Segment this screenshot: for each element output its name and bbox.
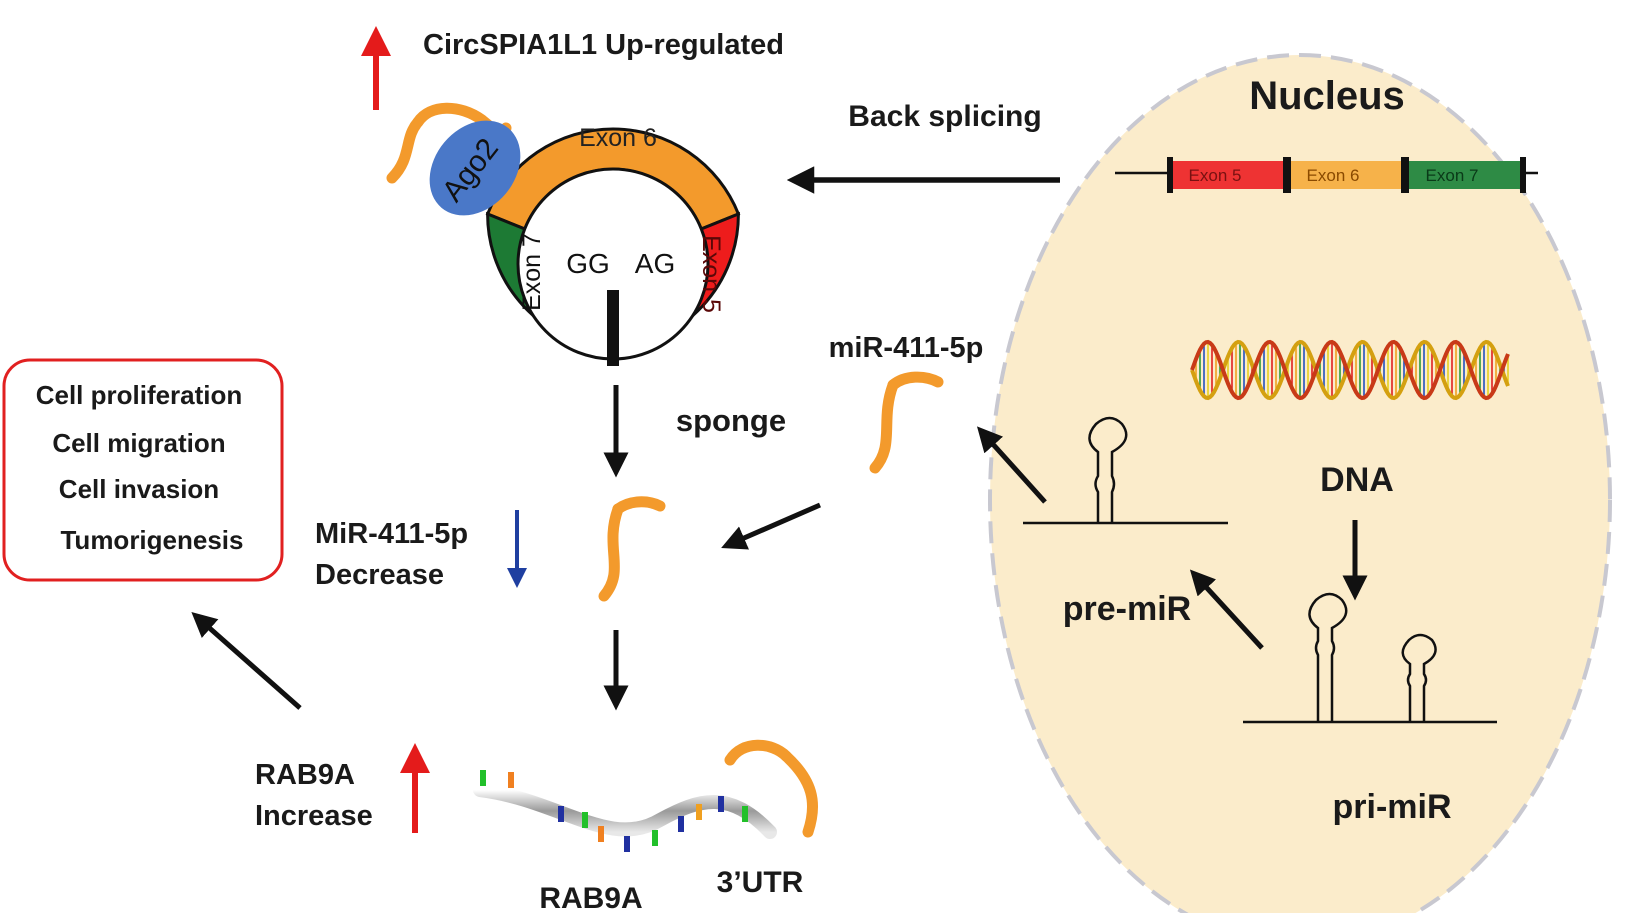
pri-mir-hairpins: [1243, 592, 1497, 724]
mir-decrease-line2: Decrease: [315, 559, 444, 591]
ago2-protein: [429, 120, 521, 216]
mirna-bound-utr: [724, 739, 819, 838]
pre-mir-label: pre-miR: [1063, 590, 1191, 628]
mrna-base: [718, 796, 724, 812]
rab9a-increase-line1: RAB9A: [255, 759, 355, 791]
mrna-base: [480, 770, 486, 786]
mirna-sponged: [598, 496, 666, 602]
primir-to-premir-arrow: [1189, 569, 1264, 650]
mrna-base: [508, 772, 514, 788]
pri-mir-label: pri-miR: [1333, 788, 1452, 826]
dna-strand: [1190, 339, 1510, 401]
phenotype-item: Cell migration: [52, 428, 225, 458]
gene-exon-6: [1288, 161, 1404, 189]
mrna-base: [598, 826, 604, 842]
mirna-free: [869, 371, 944, 474]
phenotype-item: Cell invasion: [59, 474, 219, 504]
mirna-to-sponged-arrow: [721, 502, 821, 550]
gene-track: Exon 5 Exon 6 Exon 7: [1115, 157, 1538, 193]
circ-exon-5-label: Exon 5: [697, 235, 725, 313]
gene-exon-7-label: Exon 7: [1426, 166, 1479, 185]
mrna-base: [558, 806, 564, 822]
mir-decrease-line1: MiR-411-5p: [315, 518, 468, 550]
premir-to-mirna-arrow: [976, 426, 1047, 504]
circ-exon-7-label: Exon 7: [518, 233, 546, 311]
mrna-base: [678, 816, 684, 832]
mirna-label: miR-411-5p: [829, 332, 984, 364]
junction-left-label: GG: [566, 248, 610, 279]
gene-exon-7: [1407, 161, 1523, 189]
title: CircSPIA1L1 Up-regulated: [423, 29, 784, 61]
phenotype-box-border: [2, 358, 284, 582]
gene-exon-5: [1170, 161, 1286, 189]
sponge-label: sponge: [676, 403, 786, 438]
back-splicing-label: Back splicing: [848, 100, 1041, 133]
gene-exon-6-label: Exon 6: [1307, 166, 1360, 185]
mrna-base: [652, 830, 658, 846]
mrna-base: [742, 806, 748, 822]
rab9a-label: RAB9A: [539, 882, 642, 913]
pre-mir-hairpin: [1023, 416, 1228, 525]
dna-strand: [1190, 339, 1510, 401]
circ-exon-6-label: Exon 6: [579, 124, 657, 152]
rab9a-to-phenotype-arrow: [191, 612, 302, 710]
rab9a-increase-line2: Increase: [255, 800, 373, 832]
utr-label: 3’UTR: [717, 866, 804, 899]
phenotype-item: Cell proliferation: [36, 380, 243, 410]
dna-label: DNA: [1320, 461, 1394, 499]
circ-rna-ring: Exon 6 Exon 7 Exon 5 GG AG: [485, 124, 741, 366]
dna-helix-icon: [1190, 339, 1510, 401]
nucleus-label: Nucleus: [1249, 74, 1405, 118]
mrna-base: [582, 812, 588, 828]
mrna-base: [624, 836, 630, 852]
phenotype-box: Cell proliferation Cell migration Cell i…: [2, 358, 284, 582]
circ-junction-bar: [607, 290, 619, 366]
rab9a-mrna: [473, 770, 777, 852]
junction-right-label: AG: [635, 248, 675, 279]
phenotype-item: Tumorigenesis: [60, 525, 243, 555]
gene-exon-5-label: Exon 5: [1189, 166, 1242, 185]
mrna-bases: [480, 770, 748, 852]
nucleus: Nucleus Exon 5 Exon 6 Exon 7 DNA pr: [976, 53, 1612, 913]
mrna-base: [696, 804, 702, 820]
ago2-complex: Ago2: [386, 102, 521, 216]
nucleus-ellipse: [988, 53, 1612, 913]
